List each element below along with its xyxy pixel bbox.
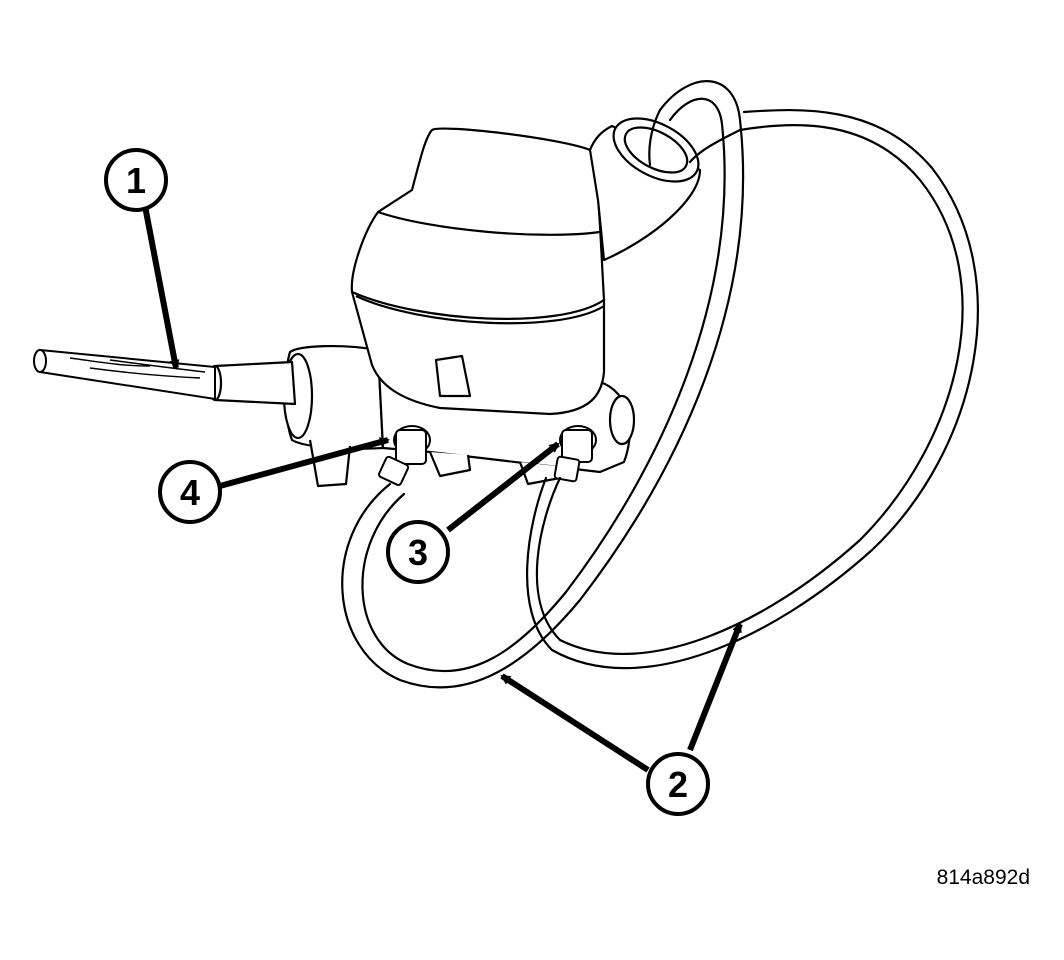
- svg-text:1: 1: [126, 160, 146, 201]
- svg-text:3: 3: [408, 532, 428, 573]
- leader-line-1: [142, 205, 180, 370]
- brake-bleeding-tool: [33, 348, 216, 401]
- tube-fittings: [378, 425, 597, 486]
- svg-text:2: 2: [668, 764, 688, 805]
- leader-line-3: [446, 441, 560, 533]
- svg-text:4: 4: [180, 472, 200, 513]
- bleeding-tubes: [341, 80, 979, 689]
- leader-line-2a: [500, 673, 650, 773]
- callout-3: 3: [386, 520, 450, 584]
- figure-id-label: 814a892d: [936, 866, 1030, 889]
- callout-2: 2: [646, 752, 710, 816]
- callout-1: 1: [104, 148, 168, 212]
- leader-line-2b: [687, 622, 743, 752]
- callout-4: 4: [158, 460, 222, 524]
- leader-lines: [142, 205, 743, 773]
- leader-line-4: [219, 437, 390, 489]
- master-cylinder: [207, 117, 702, 488]
